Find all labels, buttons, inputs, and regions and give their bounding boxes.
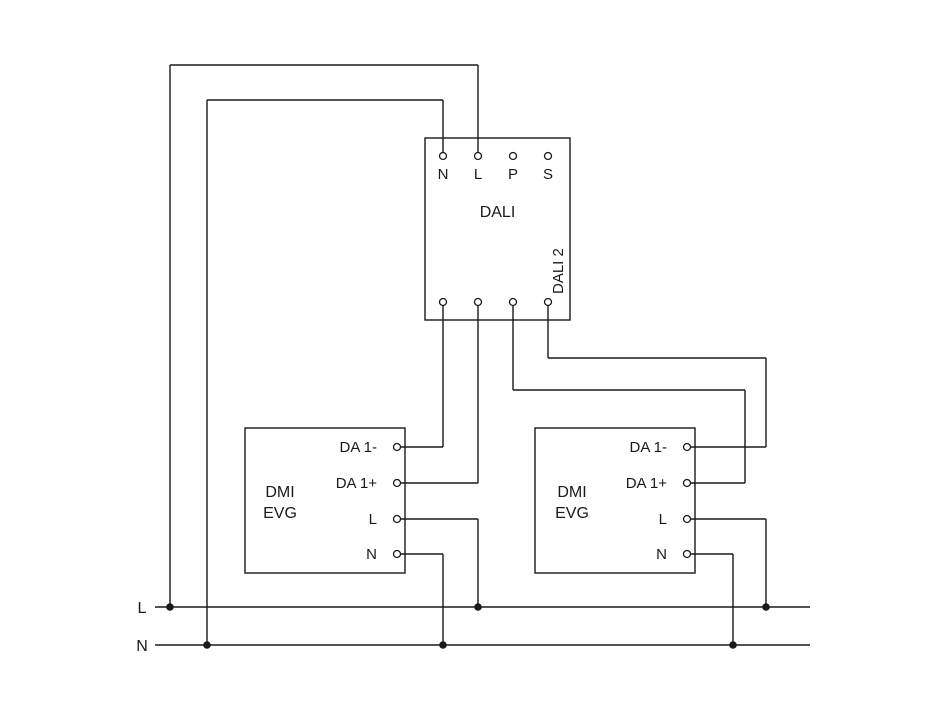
junction-dot [762,603,770,611]
dali-terminal-label-p: P [508,166,518,183]
wire-left-evg-l-to-rail [400,518,479,607]
dali-terminal-bottom-3 [508,297,518,307]
wire-mains-l-feed-to-dali [169,64,479,607]
mains-rails: L N [136,600,810,655]
evg-left-terminal-da1minus [392,442,402,452]
evg-left-terminal-l [392,514,402,524]
dali-terminal-label-n: N [438,166,449,183]
evg-left-name-line1: DMI [265,484,294,501]
l-rail-label: L [138,600,147,617]
junction-dot [166,603,174,611]
n-rail-label: N [136,638,148,655]
wire-dali-to-left-da1minus [400,305,444,448]
junction-dot [203,641,211,649]
dali-control-unit: N L P S DALI DALI 2 [424,137,571,321]
evg-left-box [244,427,406,574]
dali-terminal-p-top [508,151,518,161]
wire-mains-n-feed-to-dali [206,99,444,645]
evg-left-terminal-n [392,549,402,559]
junction-dot [439,641,447,649]
evg-left-name-line2: EVG [263,505,297,522]
wire-dali-to-left-da1plus [400,305,479,484]
wire-dali2-to-right-da1minus [547,305,767,448]
evg-left-terminal-da1plus [392,478,402,488]
dali-terminal-label-l: L [474,166,482,183]
evg-left-label-da1minus: DA 1- [339,439,377,456]
evg-ballast-left: DMI EVG DA 1- DA 1+ L N [244,427,406,574]
dali-terminal-bottom-4 [543,297,553,307]
evg-right-label-da1plus: DA 1+ [626,475,668,492]
evg-left-label-n: N [366,546,377,563]
evg-left-label-da1plus: DA 1+ [336,475,378,492]
junction-dot [474,603,482,611]
dali-terminal-n-top [438,151,448,161]
dali-unit-label: DALI [480,204,516,221]
evg-ballast-right: DMI EVG DA 1- DA 1+ L N [534,427,696,574]
evg-right-terminal-da1minus [682,442,692,452]
dali-terminal-label-s: S [543,166,553,183]
wire-right-evg-n-to-rail [690,553,734,645]
evg-right-terminal-n [682,549,692,559]
evg-right-label-l: L [659,511,667,528]
evg-right-label-n: N [656,546,667,563]
evg-right-terminal-da1plus [682,478,692,488]
dali-terminal-s-top [543,151,553,161]
dali-terminal-l-top [473,151,483,161]
wire-left-evg-n-to-rail [400,553,444,645]
evg-left-label-l: L [369,511,377,528]
dali-terminal-bottom-1 [438,297,448,307]
junction-dot [729,641,737,649]
dali2-port-label: DALI 2 [550,248,567,294]
evg-right-name-line1: DMI [557,484,586,501]
evg-right-terminal-l [682,514,692,524]
evg-right-label-da1minus: DA 1- [629,439,667,456]
evg-right-box [534,427,696,574]
dali-box [424,137,571,321]
wire-right-evg-l-to-rail [690,518,767,607]
evg-right-name-line2: EVG [555,505,589,522]
dali-terminal-bottom-2 [473,297,483,307]
